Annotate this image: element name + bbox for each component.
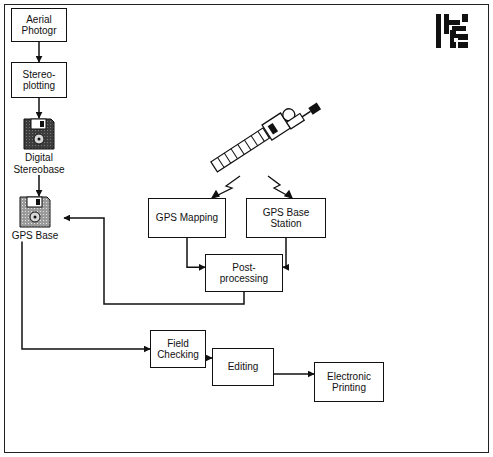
logo xyxy=(436,14,468,48)
floppy-icon xyxy=(23,118,55,150)
box-label: Post- processing xyxy=(209,262,279,285)
flow-arrow xyxy=(38,175,40,196)
frame xyxy=(5,5,489,453)
process-box: Aerial Photogr xyxy=(11,8,67,42)
storage-label: Digital Stereobase xyxy=(6,152,72,175)
box-label: Stereo- plotting xyxy=(15,69,63,92)
flow-arrow xyxy=(283,238,286,267)
flow-arrow xyxy=(38,42,40,62)
process-box: GPS Mapping xyxy=(148,198,226,238)
flow-arrow xyxy=(22,242,150,350)
box-label: Field Checking xyxy=(154,338,202,361)
process-box: Field Checking xyxy=(150,330,206,368)
flow-arrow xyxy=(38,98,40,118)
process-box: Editing xyxy=(212,348,274,386)
storage-label: GPS Base xyxy=(12,230,59,242)
radio-signal xyxy=(212,176,292,198)
process-box: Post- processing xyxy=(205,254,283,292)
process-box: GPS Base Station xyxy=(246,198,326,238)
process-box: Electronic Printing xyxy=(314,362,384,402)
storage-node: GPS Base xyxy=(6,196,64,242)
box-label: Aerial Photogr xyxy=(15,14,63,37)
flow-arrow xyxy=(274,373,314,375)
floppy-icon xyxy=(19,196,51,228)
process-box: Stereo- plotting xyxy=(11,62,67,98)
box-label: Editing xyxy=(228,361,259,373)
storage-node: Digital Stereobase xyxy=(6,118,72,175)
box-label: GPS Base Station xyxy=(250,207,322,230)
box-label: GPS Mapping xyxy=(156,212,218,224)
box-label: Electronic Printing xyxy=(318,371,380,394)
flow-arrow xyxy=(187,238,205,267)
satellite xyxy=(209,93,321,175)
